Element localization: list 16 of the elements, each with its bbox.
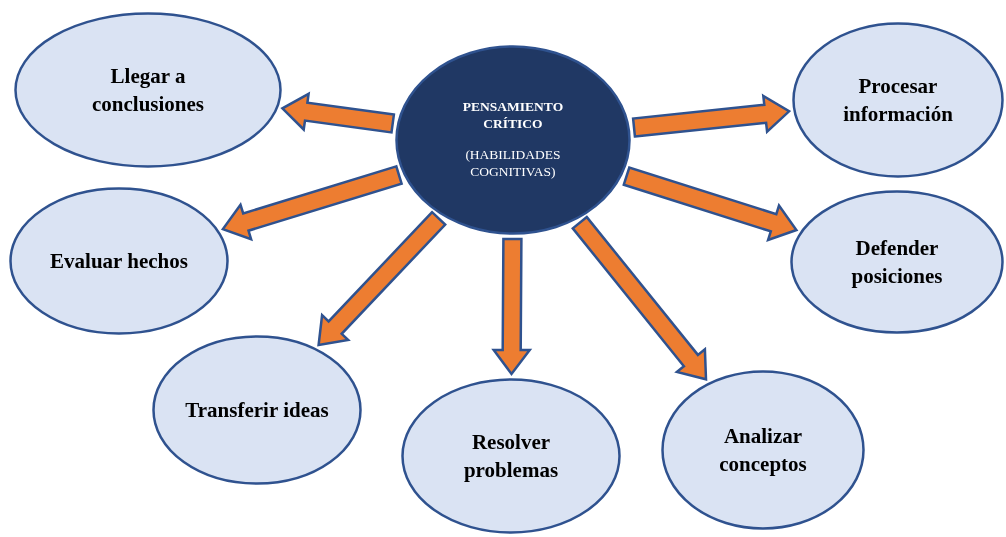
node-label: (HABILIDADES COGNITIVAS) <box>464 147 562 181</box>
block-arrow <box>631 93 792 138</box>
block-arrow <box>622 165 799 242</box>
block-arrow <box>571 215 708 381</box>
node-label: PENSAMIENTO CRÍTICO <box>461 99 565 133</box>
node-label: Defender posiciones <box>850 234 944 290</box>
node-label: Analizar conceptos <box>718 422 808 478</box>
node-label: Llegar a conclusiones <box>91 62 205 118</box>
node-label: Procesar información <box>842 72 954 128</box>
block-arrow <box>280 91 396 134</box>
block-arrow <box>317 210 447 347</box>
block-arrow <box>491 237 533 377</box>
block-arrow <box>220 164 404 242</box>
node-label: Transferir ideas <box>185 396 329 424</box>
node-label: Evaluar hechos <box>50 247 188 275</box>
node-label: Resolver problemas <box>462 428 560 484</box>
